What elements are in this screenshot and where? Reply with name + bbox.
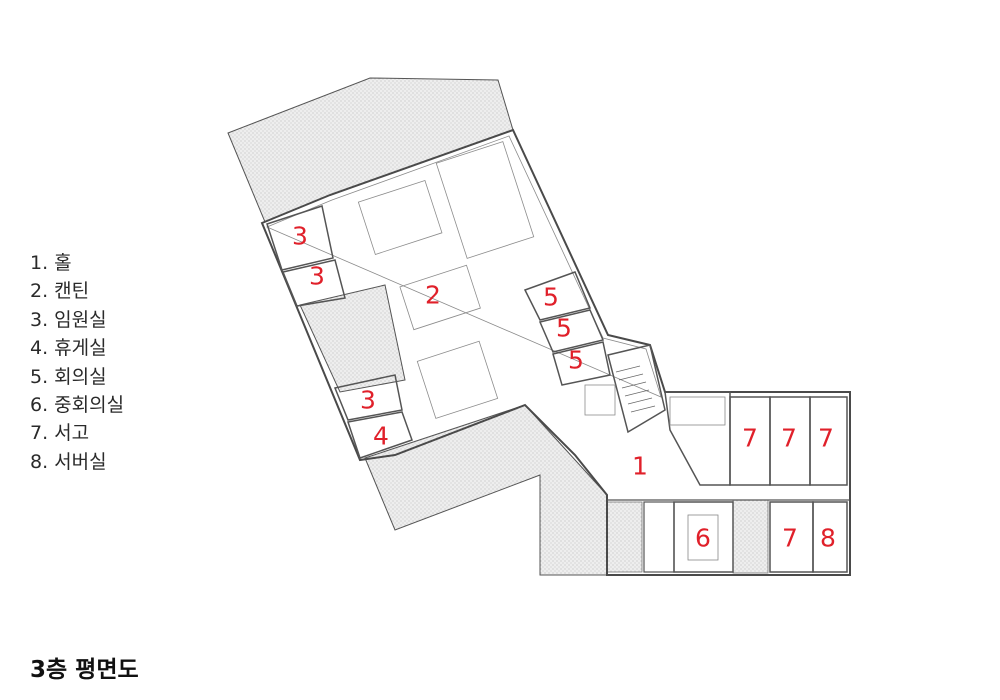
legend-item-large-meeting-room: 6. 중회의실 <box>30 394 125 417</box>
room-executive-south <box>333 374 403 421</box>
legend-item-lounge: 4. 휴게실 <box>30 337 107 360</box>
room-large-meeting <box>673 501 734 573</box>
legend-item-canteen: 2. 캔틴 <box>30 280 90 303</box>
room-executive-mid <box>281 259 346 307</box>
main-wing-inner <box>265 135 662 398</box>
toilet-core <box>664 391 731 486</box>
plan-title: 3층 평면도 <box>30 657 139 683</box>
conference-table <box>687 514 719 561</box>
terrace-west <box>299 284 406 393</box>
room-number-archive-4: 7 <box>782 524 798 553</box>
stair-core <box>607 344 666 434</box>
stair-void-east <box>732 499 769 574</box>
room-number-hall: 1 <box>632 452 648 481</box>
stair-treads <box>615 365 656 413</box>
room-number-executive-south: 3 <box>360 386 376 415</box>
room-number-meeting-1: 5 <box>543 283 559 312</box>
terrace-south <box>364 404 608 576</box>
canteen-tables <box>357 141 616 419</box>
legend-list: 1. 홀 2. 캔틴 3. 임원실 4. 휴게실 5. 회의실 6. 중회의실 … <box>30 249 124 476</box>
legend-item-archive: 7. 서고 <box>30 422 90 445</box>
room-number-archive-3: 7 <box>818 424 834 453</box>
room-server <box>812 501 848 573</box>
room-executive-north <box>266 205 334 271</box>
room-meeting-2 <box>538 309 605 353</box>
room-number-archive-1: 7 <box>742 424 758 453</box>
room-number-lounge: 4 <box>373 422 389 451</box>
room-meeting-1 <box>523 271 592 321</box>
room-number-executive-north: 3 <box>292 222 308 251</box>
main-wing-outline <box>260 128 851 576</box>
room-archive-3 <box>809 396 848 486</box>
stair-void-south <box>606 501 643 573</box>
room-number-server: 8 <box>820 524 836 553</box>
room-number-large-meeting: 6 <box>695 524 711 553</box>
legend-item-executive-room: 3. 임원실 <box>30 308 107 331</box>
service-shafts <box>643 501 675 573</box>
room-number-executive-mid: 3 <box>309 262 325 291</box>
toilet-cubicles <box>669 396 726 426</box>
room-number-meeting-3: 5 <box>568 346 584 375</box>
legend-item-server-room: 8. 서버실 <box>30 450 107 473</box>
legend-item-hall: 1. 홀 <box>30 252 72 274</box>
room-number-canteen: 2 <box>425 281 441 310</box>
legend-item-meeting-room: 5. 회의실 <box>30 365 107 388</box>
room-meeting-3 <box>552 341 611 386</box>
room-number-meeting-2: 5 <box>556 314 572 343</box>
room-lounge <box>347 411 413 459</box>
room-number-archive-2: 7 <box>781 424 797 453</box>
